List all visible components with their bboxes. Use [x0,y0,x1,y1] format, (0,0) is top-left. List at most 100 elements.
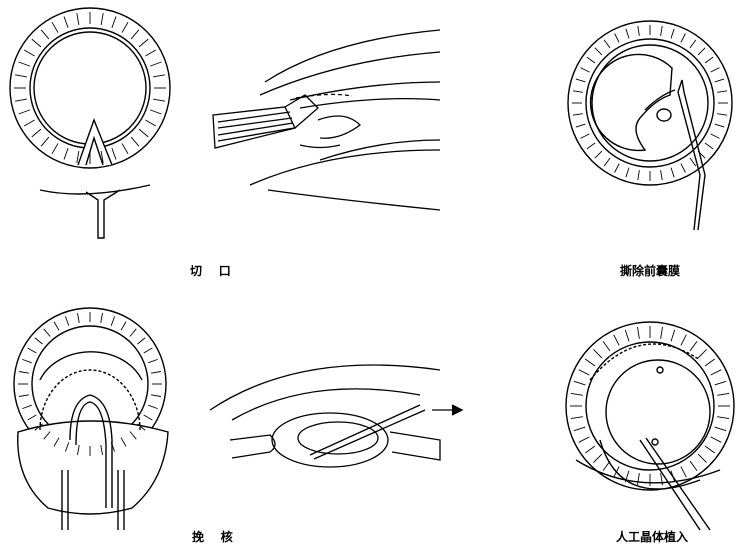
ring-tick [153,75,165,77]
ring-tick [715,427,726,431]
ring-tick [626,29,629,39]
ring-tick [671,168,674,178]
ring-tick [637,327,639,339]
ring-tick [690,40,696,48]
ring-tick [681,164,686,173]
ring-tick [604,40,610,48]
ring-tick [101,13,103,25]
ring-tick [717,114,727,116]
ring-tick [131,137,139,146]
ring-tick [625,330,629,341]
ring-tick [145,50,155,56]
ring-tick [711,437,722,442]
ring-tick [603,341,610,351]
ring-tick [130,329,136,337]
ring-tick [593,454,601,462]
label-iol-implantation: 人工晶体植入 [616,530,688,544]
ring-tick [52,22,58,32]
ring-tick [711,134,720,139]
ring-tick [77,151,79,163]
incision-eye-frontal [10,8,170,238]
ring-tick [28,348,37,353]
ring-tick [690,461,697,471]
ring-tick [715,79,725,82]
ring-tick [571,417,583,419]
iol-implantation-eye [566,322,734,530]
ring-tick [19,395,29,397]
ring-tick [593,349,601,357]
ring-tick [661,170,663,180]
ring-tick [24,120,34,126]
ring-tick [711,370,722,375]
ring-tick [148,405,157,408]
ring-tick [614,467,619,478]
ring-tick [690,341,697,351]
ring-tick [603,461,610,471]
ring-tick [574,381,585,385]
ring-tick [144,348,153,353]
ring-tick [637,473,639,485]
ring-tick [681,467,686,478]
ring-tick [615,164,620,173]
ring-tick [15,75,27,77]
ring-tick [698,454,706,462]
ring-tick [717,91,727,93]
capsulorhexis-eye [568,21,732,230]
ring-tick [587,143,595,149]
ring-tick [22,359,31,362]
ring-tick [573,91,583,93]
ring-tick [150,110,161,114]
ring-tick [32,39,41,47]
ring-tick [54,322,59,331]
ring-tick [573,114,583,116]
ring-tick [151,395,161,397]
ring-tick [19,110,30,114]
ring-tick [571,393,583,395]
ring-tick [661,26,663,36]
ring-tick [585,446,595,453]
ring-tick [574,427,585,431]
ring-tick [581,134,590,139]
ring-tick [579,437,590,442]
ring-tick [717,417,729,419]
ring-tick [144,415,153,420]
ring-tick [595,151,602,158]
ring-tick [112,148,116,159]
ring-tick [614,335,619,346]
ring-tick [131,30,139,39]
ring-tick [122,143,128,153]
ring-tick [615,34,620,43]
ring-tick [715,124,725,127]
ring-tick [112,17,116,28]
ring-tick [65,316,68,325]
ring-tick [28,415,37,420]
ring-tick [64,17,68,28]
label-nucleus-expression: 挽 核 [192,530,233,544]
ring-tick [638,170,640,180]
ring-tick [111,316,114,325]
ring-tick [24,50,34,56]
ring-tick [576,79,586,82]
ring-tick [145,120,155,126]
label-incision: 切 口 [190,264,231,278]
tick-rings [14,12,730,486]
ring-tick [681,34,686,43]
nucleus-cross-section [210,365,462,467]
ring-tick [19,62,30,66]
ring-tick [705,57,713,63]
ring-tick [581,68,590,73]
ring-tick [705,446,715,453]
ring-tick [579,370,590,375]
ring-tick [661,327,663,339]
ring-tick [576,124,586,127]
ring-tick [148,359,157,362]
nucleus-expression-eye [14,308,168,530]
ring-tick [22,405,31,408]
ring-tick [137,338,145,344]
ring-tick [705,359,715,366]
ring-tick [671,330,675,341]
ring-tick [121,322,126,331]
ring-tick [77,313,79,323]
ring-tick [681,335,686,346]
ring-tick [41,137,49,146]
